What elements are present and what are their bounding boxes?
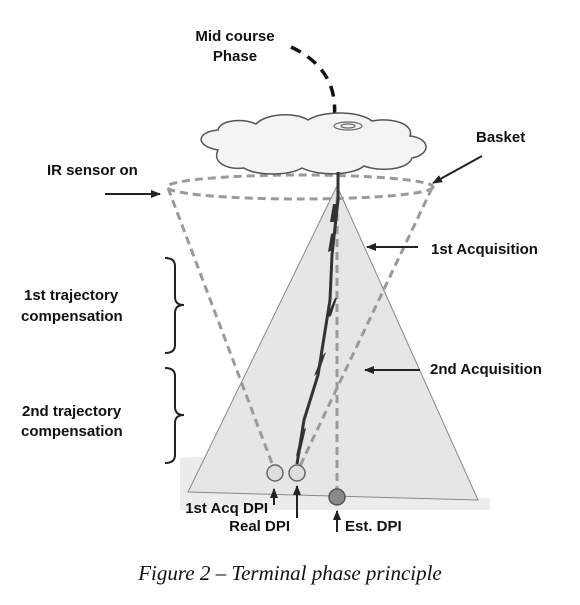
midcourse-label-line2: Phase	[213, 48, 257, 65]
pointer-arrows	[105, 155, 483, 532]
basket-arrow	[432, 155, 483, 184]
first-acquisition-label: 1st Acquisition	[431, 241, 538, 258]
cloud	[200, 112, 427, 175]
missile-trajectory	[295, 172, 340, 465]
real-dpi-marker	[288, 464, 306, 482]
ir-sensor-fov-cone	[165, 173, 435, 496]
second-acquisition-label: 2nd Acquisition	[430, 361, 542, 378]
midcourse-label-line1: Mid course	[195, 28, 274, 45]
ir-sensor-on-label: IR sensor on	[47, 162, 138, 179]
first-trajectory-label-line1: 1st trajectory	[24, 287, 119, 304]
est-dpi-marker	[328, 488, 346, 506]
first-trajectory-label-line2: compensation	[21, 308, 123, 325]
basket-label: Basket	[476, 129, 525, 146]
midcourse-path	[290, 45, 337, 121]
first-trajectory-brace	[164, 257, 185, 354]
first-acq-dpi-marker	[266, 464, 284, 482]
real-dpi-label: Real DPI	[229, 518, 290, 535]
first-acq-dpi-label: 1st Acq DPI	[185, 500, 268, 517]
second-trajectory-brace	[164, 367, 185, 464]
missile-icon	[333, 121, 363, 131]
trajectory-segment-marks	[296, 204, 337, 456]
est-dpi-label: Est. DPI	[345, 518, 402, 535]
second-trajectory-label-line1: 2nd trajectory	[22, 403, 122, 420]
figure-caption: Figure 2 – Terminal phase principle	[137, 561, 442, 585]
second-trajectory-label-line2: compensation	[21, 423, 123, 440]
